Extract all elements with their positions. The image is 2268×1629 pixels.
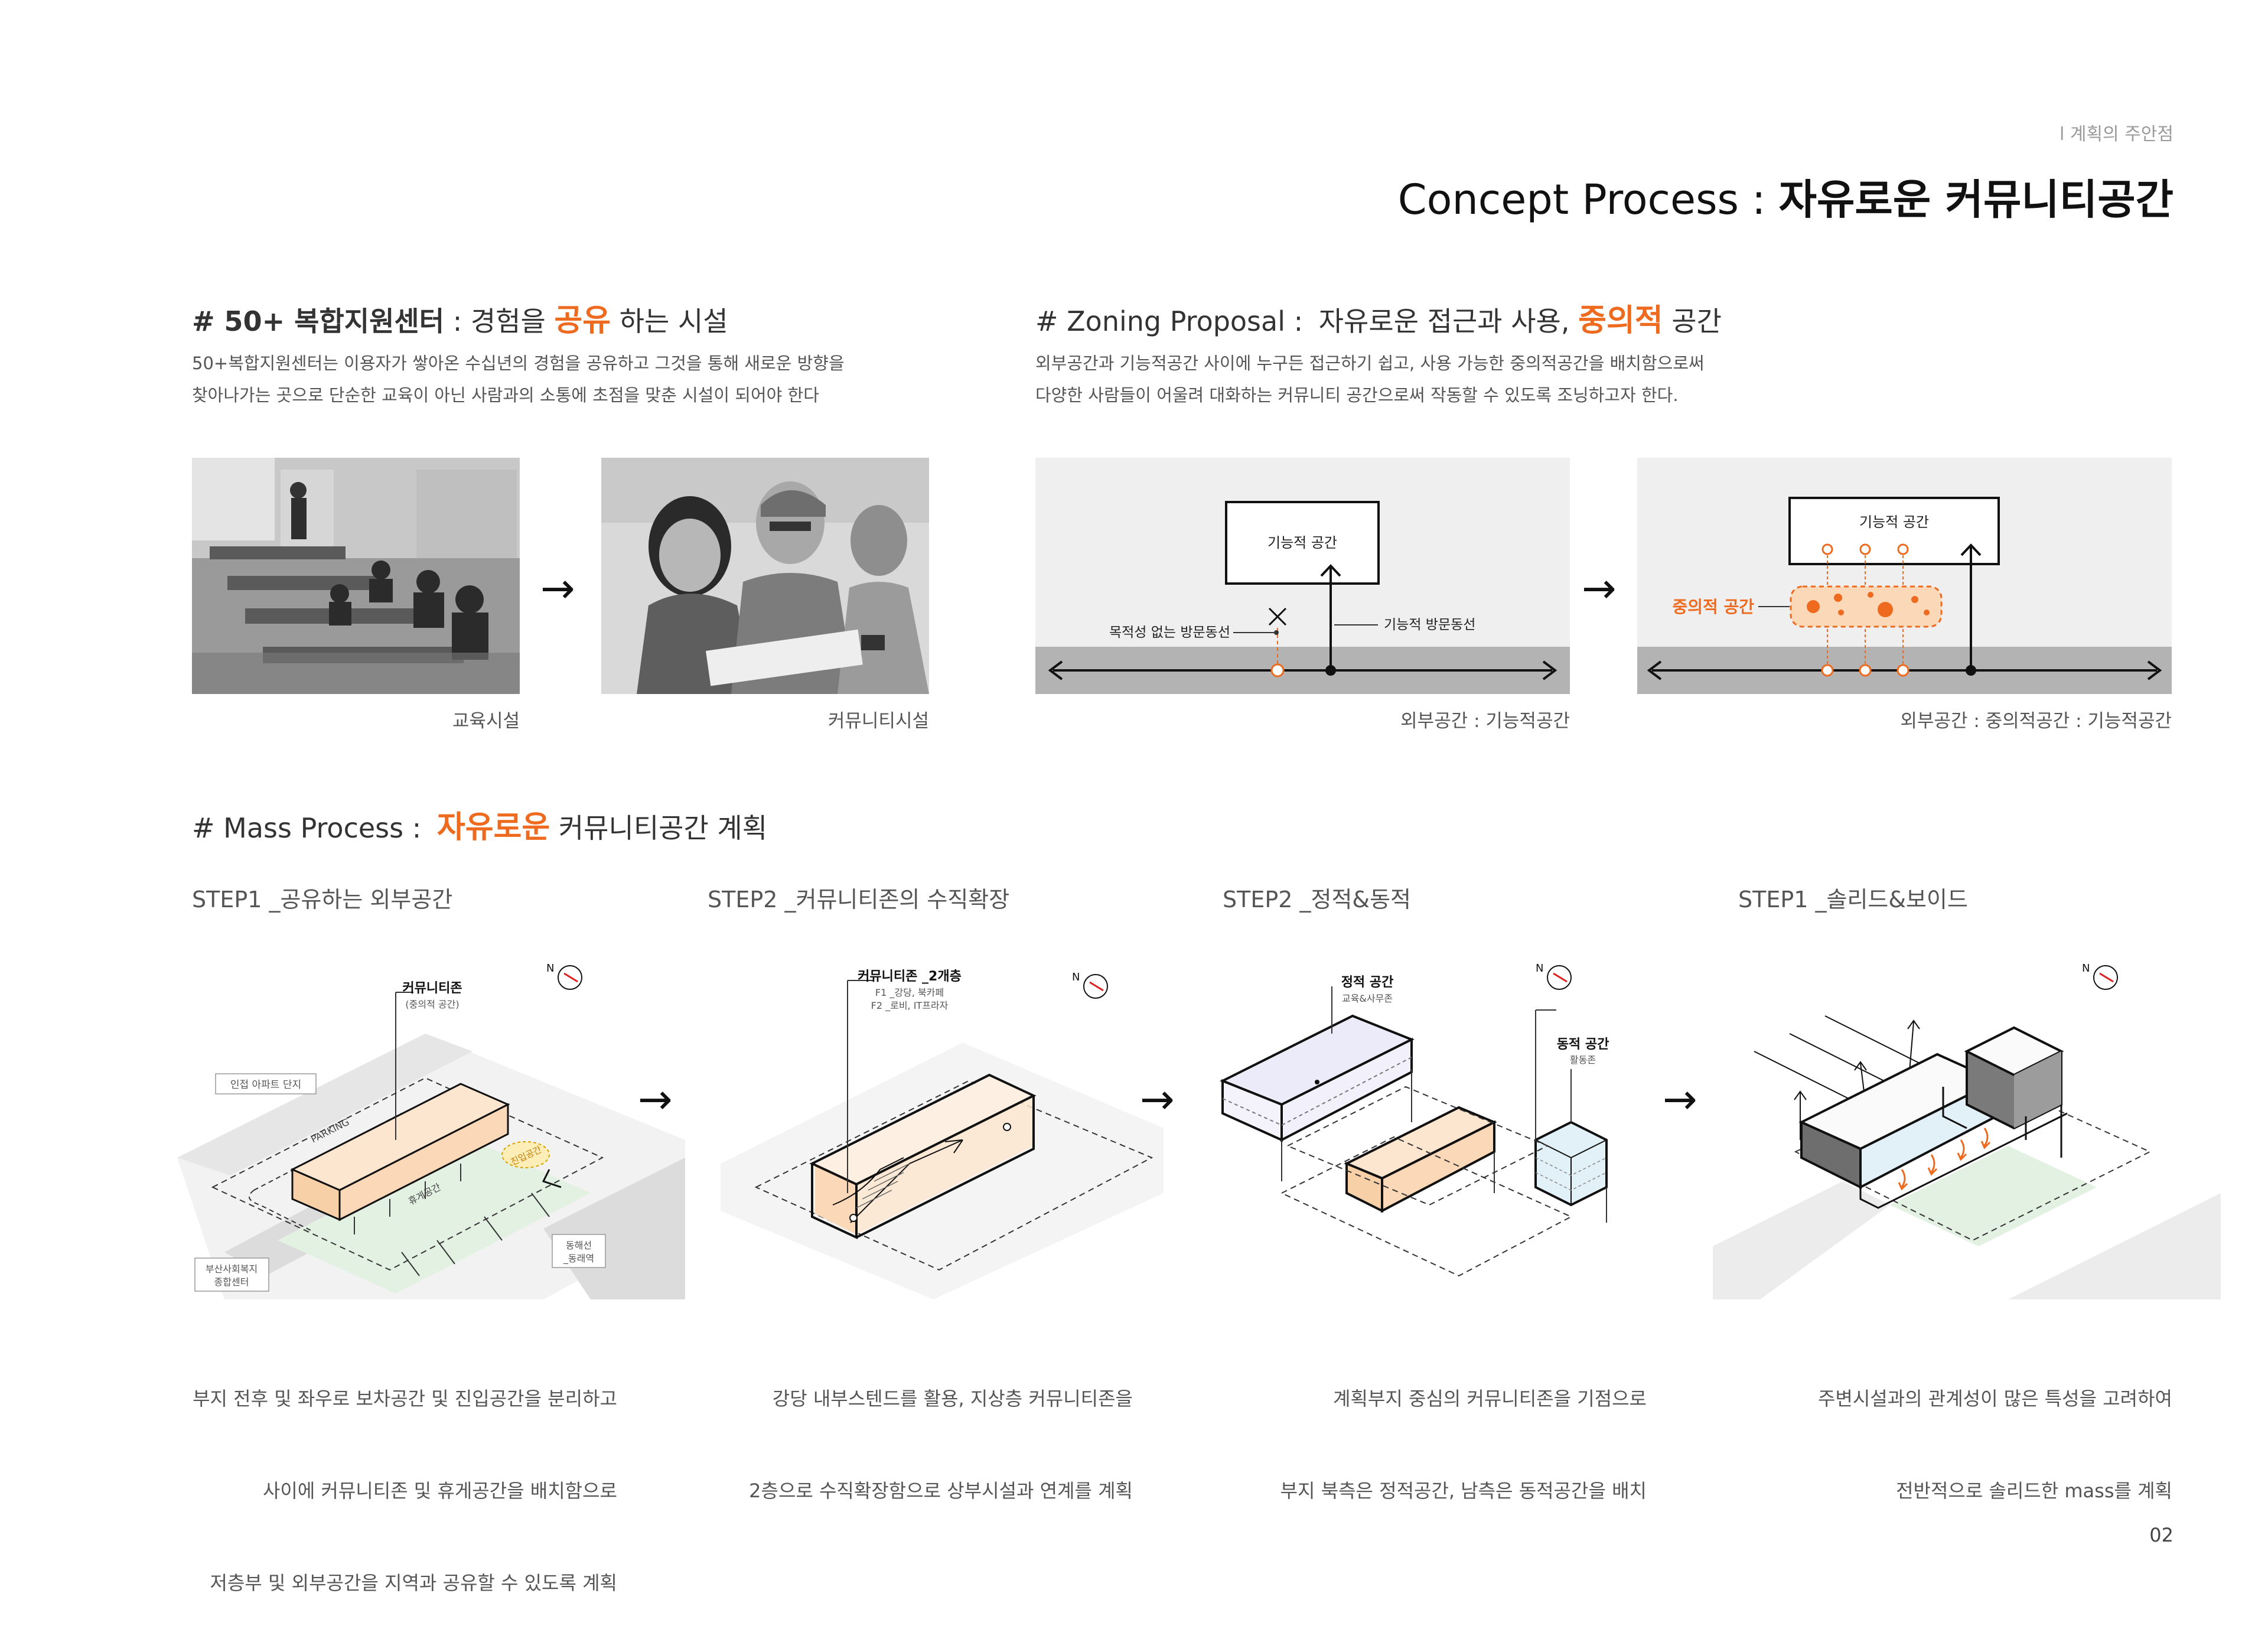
right-heading-post: 공간 bbox=[1671, 305, 1722, 337]
zone-label: 커뮤니티존 bbox=[402, 981, 462, 996]
title-separator: : bbox=[1752, 175, 1766, 224]
page-title: Concept Process: 자유로운 커뮤니티공간 bbox=[1398, 167, 2174, 226]
step-1-diagram: 진입공간 PARKING 휴게공간 커뮤니티존 (중의적 공간) 인접 아파트 … bbox=[177, 945, 685, 1311]
left-heading-pre: 경험을 bbox=[471, 305, 546, 337]
community-photo bbox=[601, 458, 929, 694]
z2-box-label: 기능적 공간 bbox=[1859, 514, 1929, 530]
step-3-description: 계획부지 중심의 커뮤니티존을 기점으로 부지 북측은 정적공간, 남측은 동적… bbox=[1223, 1322, 1647, 1537]
step-2-desc-line: 2층으로 수직확장함으로 상부시설과 연계를 계획 bbox=[708, 1475, 1133, 1506]
left-heading-sep: : bbox=[453, 305, 462, 337]
mass-heading-post: 커뮤니티공간 계획 bbox=[559, 812, 767, 844]
mass-heading-sep: : bbox=[412, 812, 422, 844]
z2-label-mid: 중의적 공간 bbox=[1672, 597, 1754, 617]
arrow-right-icon: → bbox=[1582, 564, 1617, 612]
f2-label: F2 _로비, IT프라자 bbox=[871, 1000, 949, 1012]
step-4-diagram: N bbox=[1713, 945, 2227, 1311]
step-2-title: STEP2 _커뮤니티존의 수직확장 bbox=[708, 881, 1009, 914]
right-body: 외부공간과 기능적공간 사이에 누구든 접근하기 쉽고, 사용 가능한 중의적공… bbox=[1035, 347, 1705, 411]
dynamic-sub-label: 활동존 bbox=[1570, 1054, 1596, 1066]
welfare-label-1: 부산사회복지 bbox=[206, 1263, 258, 1275]
mass-heading-prefix: # Mass Process bbox=[192, 812, 403, 844]
step-3-desc-line: 계획부지 중심의 커뮤니티존을 기점으로 bbox=[1223, 1383, 1647, 1414]
right-heading-sep: : bbox=[1294, 305, 1304, 337]
step-2-desc-line: 강당 내부스텐드를 활용, 지상층 커뮤니티존을 bbox=[708, 1383, 1133, 1414]
left-heading-prefix: # 50+ 복합지원센터 bbox=[192, 305, 444, 337]
compass-icon: N bbox=[2082, 962, 2117, 989]
caption-zoning-2: 외부공간 : 중의적공간 : 기능적공간 bbox=[1817, 706, 2172, 732]
f1-label: F1 _강당, 북카페 bbox=[875, 987, 944, 999]
step-4-desc-line: 전반적으로 솔리드한 mass를 계획 bbox=[1738, 1475, 2172, 1506]
mass-heading: # Mass Process : 자유로운 커뮤니티공간 계획 bbox=[192, 802, 767, 846]
welfare-label-2: 종합센터 bbox=[214, 1276, 249, 1288]
step-1-desc-line: 부지 전후 및 좌우로 보차공간 및 진입공간을 분리하고 bbox=[177, 1383, 617, 1414]
left-body-line: 찾아나가는 곳으로 단순한 교육이 아닌 사람과의 소통에 초점을 맞춘 시설이… bbox=[192, 379, 845, 411]
left-body: 50+복합지원센터는 이용자가 쌓아온 수십년의 경험을 공유하고 그것을 통해… bbox=[192, 347, 845, 411]
section-label: l 계획의 주안점 bbox=[2060, 119, 2174, 145]
title-korean: 자유로운 커뮤니티공간 bbox=[1779, 175, 2174, 224]
svg-text:N: N bbox=[2082, 962, 2090, 975]
step-4-description: 주변시설과의 관계성이 많은 특성을 고려하여 전반적으로 솔리드한 mass를… bbox=[1738, 1322, 2172, 1537]
step-3-diagram: 동적 공간 활동존 정적 공간 교육&사무존 N bbox=[1217, 945, 1666, 1311]
step-3-desc-line: 부지 북측은 정적공간, 남측은 동적공간을 배치 bbox=[1223, 1475, 1647, 1506]
step-2-diagram: 커뮤니티존 _2개층 F1 _강당, 북카페 F2 _로비, IT프라자 N bbox=[715, 945, 1164, 1311]
svg-text:N: N bbox=[1072, 971, 1080, 983]
title-english: Concept Process bbox=[1398, 175, 1739, 224]
mass-heading-highlight: 자유로운 bbox=[437, 810, 550, 845]
svg-text:N: N bbox=[1536, 962, 1543, 975]
step-4-title: STEP1 _솔리드&보이드 bbox=[1738, 881, 1968, 914]
static-sub-label: 교육&사무존 bbox=[1342, 993, 1393, 1004]
svg-text:N: N bbox=[546, 962, 554, 975]
apt-label: 인접 아파트 단지 bbox=[230, 1079, 301, 1091]
right-body-line: 외부공간과 기능적공간 사이에 누구든 접근하기 쉽고, 사용 가능한 중의적공… bbox=[1035, 347, 1705, 379]
right-heading-prefix: # Zoning Proposal bbox=[1035, 305, 1285, 337]
left-body-line: 50+복합지원센터는 이용자가 쌓아온 수십년의 경험을 공유하고 그것을 통해… bbox=[192, 347, 845, 379]
zoning-diagram-1: 기능적 공간 목적성 없는 방문동선 기능적 방문동선 bbox=[1035, 458, 1570, 694]
step-1-desc-line: 저층부 및 외부공간을 지역과 공유할 수 있도록 계획 bbox=[177, 1568, 617, 1598]
zoning-diagram-2: 기능적 공간 중의적 공간 bbox=[1637, 458, 2172, 694]
left-heading-post: 하는 시설 bbox=[620, 305, 728, 337]
zone-sub-label: (중의적 공간) bbox=[405, 999, 459, 1010]
arrow-right-icon: → bbox=[1140, 1075, 1175, 1123]
right-body-line: 다양한 사람들이 어울려 대화하는 커뮤니티 공간으로써 작동할 수 있도록 조… bbox=[1035, 379, 1705, 411]
classroom-photo bbox=[192, 458, 520, 694]
station-label-2: _동래역 bbox=[563, 1253, 594, 1265]
step-1-title: STEP1 _공유하는 외부공간 bbox=[192, 881, 452, 914]
caption-community: 커뮤니티시설 bbox=[787, 706, 929, 732]
left-heading: # 50+ 복합지원센터 : 경험을 공유 하는 시설 bbox=[192, 295, 728, 340]
step-1-description: 부지 전후 및 좌우로 보차공간 및 진입공간을 분리하고 사이에 커뮤니티존 … bbox=[177, 1322, 617, 1629]
caption-education: 교육시설 bbox=[413, 706, 520, 732]
arrow-right-icon: → bbox=[1663, 1075, 1697, 1123]
compass-icon: N bbox=[1072, 971, 1107, 998]
z1-label-right: 기능적 방문동선 bbox=[1384, 617, 1475, 633]
compass-icon: N bbox=[1536, 962, 1571, 989]
caption-zoning-1: 외부공간 : 기능적공간 bbox=[1334, 706, 1570, 732]
static-label: 정적 공간 bbox=[1341, 975, 1394, 990]
right-heading-pre: 자유로운 접근과 사용, bbox=[1319, 305, 1570, 337]
arrow-right-icon: → bbox=[638, 1075, 673, 1123]
step-3-title: STEP2 _정적&동적 bbox=[1223, 881, 1411, 914]
step-2-description: 강당 내부스텐드를 활용, 지상층 커뮤니티존을 2층으로 수직확장함으로 상부… bbox=[708, 1322, 1133, 1537]
step-1-desc-line: 사이에 커뮤니티존 및 휴게공간을 배치함으로 bbox=[177, 1475, 617, 1506]
compass-icon: N bbox=[546, 962, 582, 989]
arrow-right-icon: → bbox=[540, 564, 575, 612]
left-heading-highlight: 공유 bbox=[554, 303, 611, 338]
z1-label-left: 목적성 없는 방문동선 bbox=[1109, 625, 1230, 640]
right-heading-highlight: 중의적 bbox=[1578, 303, 1663, 338]
page-number: 02 bbox=[2149, 1524, 2174, 1546]
z1-box-label: 기능적 공간 bbox=[1267, 535, 1337, 551]
station-label-1: 동해선 bbox=[566, 1240, 592, 1251]
step-4-desc-line: 주변시설과의 관계성이 많은 특성을 고려하여 bbox=[1738, 1383, 2172, 1414]
right-heading: # Zoning Proposal : 자유로운 접근과 사용, 중의적 공간 bbox=[1035, 295, 1722, 340]
dynamic-label: 동적 공간 bbox=[1557, 1037, 1609, 1052]
zone-2-label: 커뮤니티존 _2개층 bbox=[858, 969, 962, 984]
